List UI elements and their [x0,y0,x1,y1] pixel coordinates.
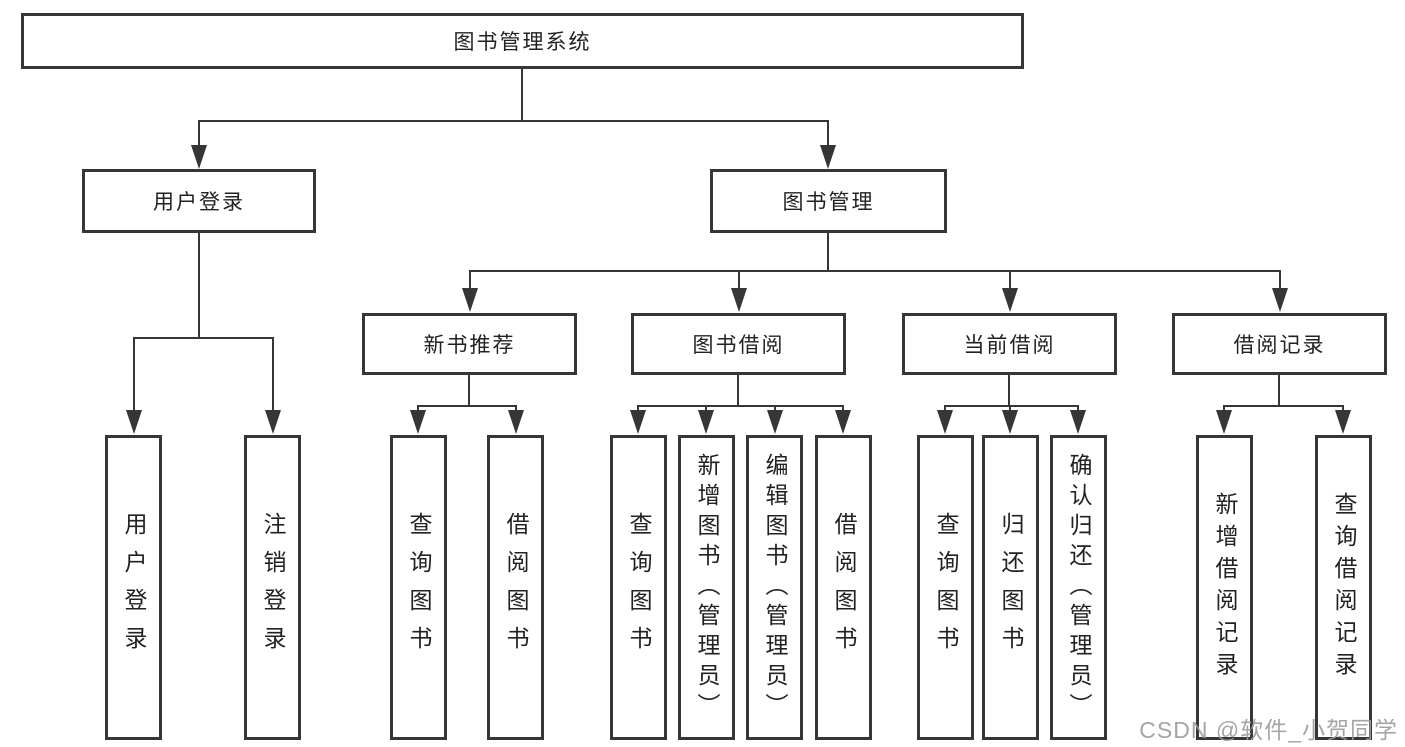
arrow-down-icon [767,410,783,434]
connector-line [198,120,200,150]
arrow-down-icon [508,410,524,434]
connector-line [737,375,739,407]
connector-line [469,270,471,292]
leaf-query-borrow-record: 查询借阅记录 [1315,435,1372,740]
connector-line [944,405,1079,407]
leaf-query-books-current: 查询图书 [917,435,974,740]
connector-line [1009,270,1011,292]
connector-line [705,405,707,414]
arrow-down-icon [1002,410,1018,434]
connector-line [944,405,946,414]
node-root-library-system: 图书管理系统 [21,13,1024,69]
arrow-down-icon [630,410,646,434]
connector-line [198,233,200,339]
arrow-down-icon [191,145,207,169]
node-user-login: 用户登录 [82,169,316,233]
connector-line [1008,375,1010,407]
connector-line [827,233,829,272]
arrow-down-icon [1002,288,1018,312]
connector-line [133,337,135,416]
connector-line [417,405,517,407]
leaf-confirm-return-admin: 确认归还（管理员） [1050,435,1107,740]
arrow-down-icon [126,410,142,434]
csdn-watermark: CSDN @软件_小贺同学 [1139,717,1398,743]
connector-line [1223,405,1225,414]
connector-line [738,270,740,292]
connector-line [1077,405,1079,414]
connector-line [1278,375,1280,407]
connector-line [417,405,419,414]
arrow-down-icon [1335,410,1351,434]
connector-line [637,405,639,414]
connector-line [469,270,1281,272]
leaf-query-books-borrowing: 查询图书 [610,435,667,740]
node-book-borrowing: 图书借阅 [631,313,846,375]
arrow-down-icon [265,410,281,434]
arrow-down-icon [410,410,426,434]
leaf-query-books-recommend: 查询图书 [390,435,447,740]
arrow-down-icon [820,145,836,169]
connector-line [1009,405,1011,414]
arrow-down-icon [698,410,714,434]
node-borrowing-records: 借阅记录 [1172,313,1387,375]
leaf-edit-book-admin: 编辑图书（管理员） [746,435,803,740]
connector-line [133,337,274,339]
leaf-user-login: 用户登录 [105,435,162,740]
leaf-borrow-books-recommend: 借阅图书 [487,435,544,740]
arrow-down-icon [1216,410,1232,434]
connector-line [272,337,274,416]
leaf-logout: 注销登录 [244,435,301,740]
leaf-add-borrow-record: 新增借阅记录 [1196,435,1253,740]
connector-line [1342,405,1344,414]
connector-line [842,405,844,414]
node-book-management: 图书管理 [710,169,947,233]
connector-line [1279,270,1281,292]
node-new-book-recommend: 新书推荐 [362,313,577,375]
connector-line [1223,405,1344,407]
connector-line [468,375,470,407]
connector-line [774,405,776,414]
connector-line [198,120,829,122]
node-current-borrowing: 当前借阅 [902,313,1117,375]
arrow-down-icon [731,288,747,312]
connector-line [515,405,517,414]
arrow-down-icon [462,288,478,312]
leaf-borrow-books-borrowing: 借阅图书 [815,435,872,740]
leaf-add-book-admin: 新增图书（管理员） [678,435,735,740]
connector-line [637,405,844,407]
arrow-down-icon [835,410,851,434]
arrow-down-icon [1272,288,1288,312]
connector-line [827,120,829,150]
leaf-return-book: 归还图书 [982,435,1039,740]
connector-line [521,69,523,122]
arrow-down-icon [1070,410,1086,434]
arrow-down-icon [937,410,953,434]
